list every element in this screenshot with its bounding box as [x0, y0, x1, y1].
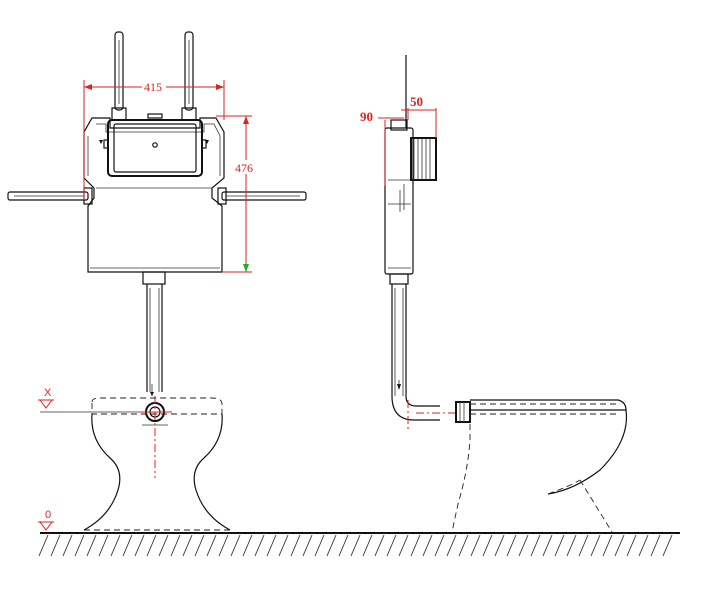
front-mounting-brackets [111, 31, 197, 121]
front-side-rails [7, 187, 307, 205]
depth-dimension-label: 90 [360, 109, 373, 124]
width-dimension-label: 415 [144, 80, 162, 94]
floor-line [38, 532, 680, 557]
side-view [384, 55, 628, 533]
front-flush-pipe [138, 271, 172, 478]
pan-level-label: X [44, 387, 52, 399]
dimension-lines: 415 476 90 50 [83, 80, 437, 273]
front-view [7, 31, 307, 531]
front-toilet-pan [83, 397, 231, 531]
offset-dimension-label: 50 [410, 94, 423, 109]
side-flush-pipe [389, 273, 471, 430]
side-toilet-pan [451, 399, 628, 533]
floor-level-label: 0 [45, 509, 51, 521]
side-cistern-body [384, 119, 437, 275]
height-dimension-label: 476 [235, 161, 253, 175]
level-markers: X 0 [38, 387, 138, 531]
front-cistern-frame [83, 113, 225, 273]
